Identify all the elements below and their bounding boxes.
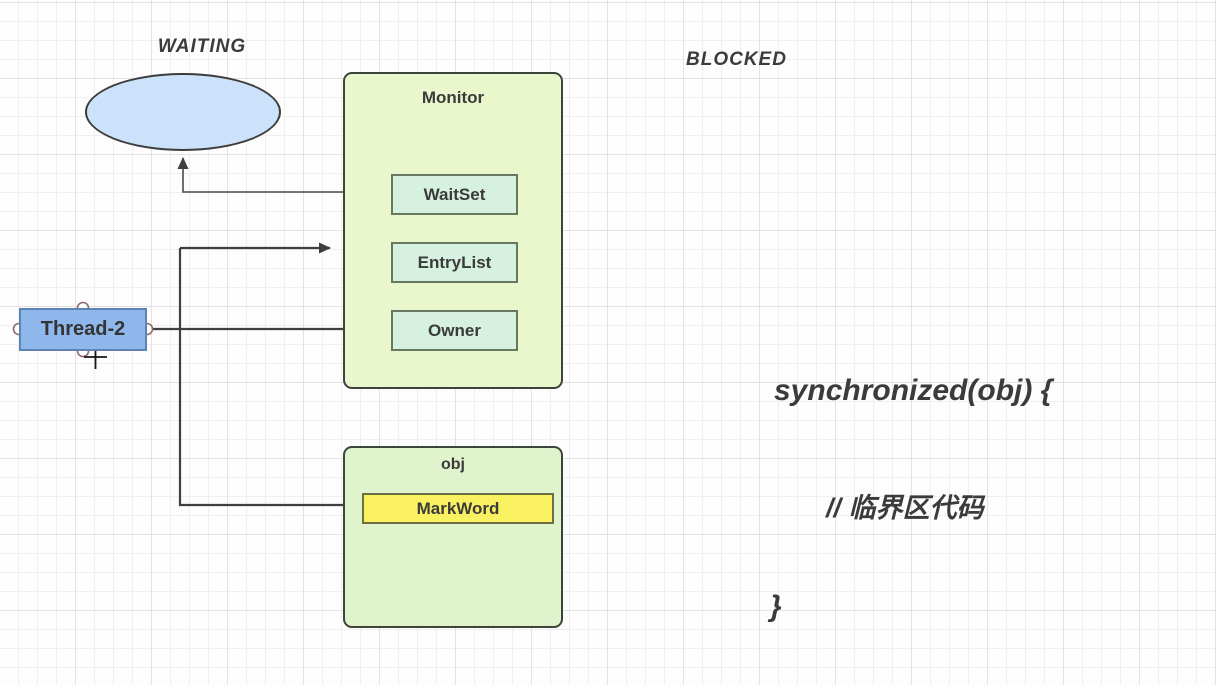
thread-to-markword-line[interactable]: [178, 248, 358, 507]
monitor-box[interactable]: Monitor WaitSet EntryList Owner: [343, 72, 563, 389]
markword-box[interactable]: MarkWord: [362, 493, 554, 524]
blocked-label[interactable]: BLOCKED: [686, 49, 787, 70]
thread-2-box[interactable]: Thread-2: [19, 308, 147, 351]
waitset-to-waiting-arrow[interactable]: [177, 157, 389, 193]
obj-box[interactable]: obj MarkWord: [343, 446, 563, 628]
owner-label: Owner: [428, 320, 481, 340]
entrylist-label: EntryList: [417, 252, 492, 272]
obj-title: obj: [441, 456, 465, 473]
code-line-synchronized[interactable]: synchronized(obj) {: [774, 374, 1053, 407]
code-line-closing-brace[interactable]: }: [770, 590, 782, 623]
markword-label: MarkWord: [416, 498, 500, 518]
code-line-critical-section[interactable]: // 临界区代码: [826, 493, 984, 523]
entrylist-box[interactable]: EntryList: [391, 242, 518, 283]
waiting-state-ellipse[interactable]: [85, 73, 281, 151]
thread-2-label: Thread-2: [40, 318, 126, 340]
owner-box[interactable]: Owner: [391, 310, 518, 351]
waitset-label: WaitSet: [423, 184, 486, 204]
monitor-title: Monitor: [421, 88, 485, 107]
waitset-box[interactable]: WaitSet: [391, 174, 518, 215]
waiting-label[interactable]: WAITING: [157, 36, 247, 57]
